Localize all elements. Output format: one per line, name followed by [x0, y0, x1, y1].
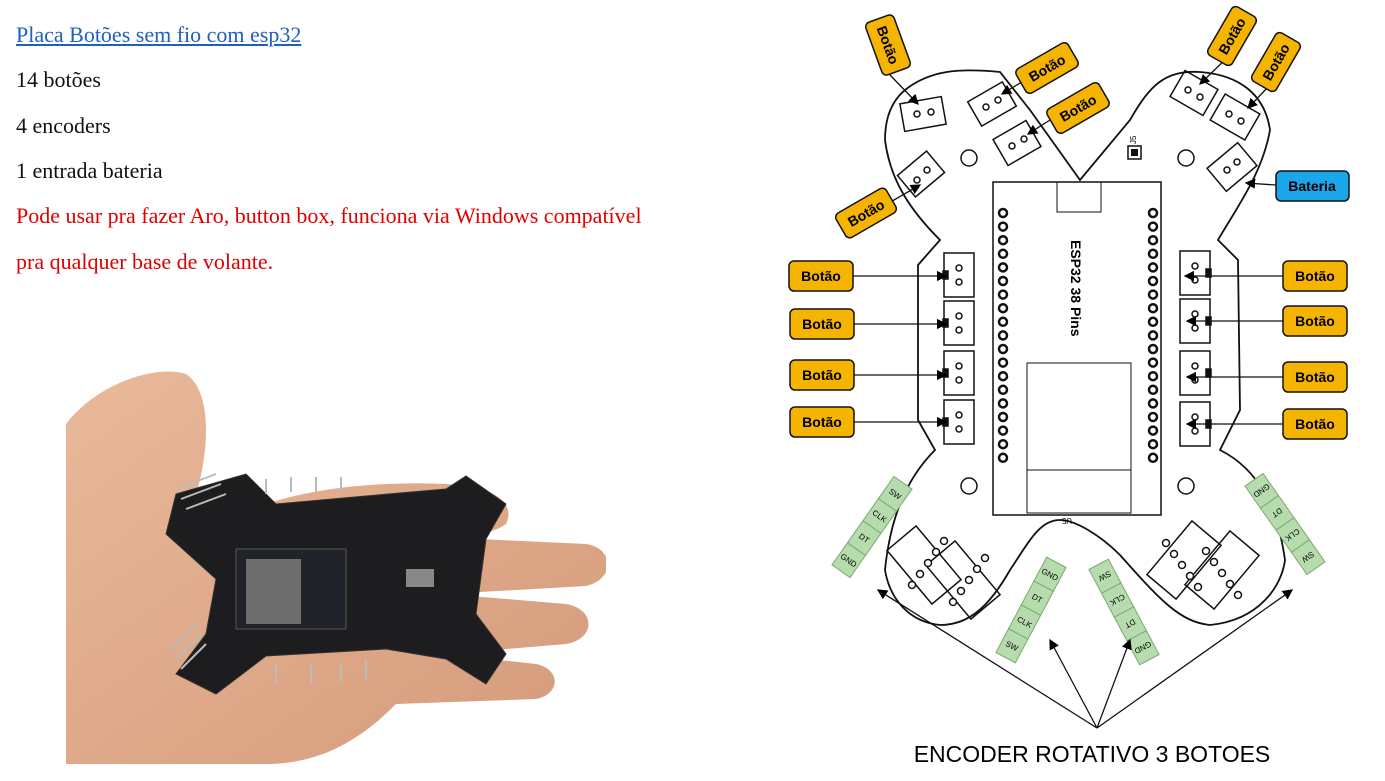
esp32-pin-hole — [1147, 357, 1159, 368]
esp32-pin-hole — [1147, 275, 1159, 287]
button-connector — [1179, 250, 1212, 296]
board-photo — [66, 371, 606, 764]
button-label-text: Botão — [1295, 268, 1335, 284]
button-label: Botão — [1250, 31, 1302, 93]
button-connector — [942, 399, 975, 445]
esp32-pin-hole — [1147, 302, 1159, 314]
board-outline — [884, 69, 1286, 626]
button-label: Botão — [864, 14, 912, 76]
button-label-text: Botão — [802, 367, 842, 383]
esp32-pin-hole — [1147, 262, 1159, 273]
button-label-text: Botão — [1295, 313, 1335, 329]
mounting-holes — [960, 149, 1195, 495]
esp32-pin-hole — [997, 316, 1009, 328]
button-label: Botão — [1046, 81, 1110, 135]
button-connector — [942, 252, 975, 298]
button-label: Botão — [1282, 305, 1348, 337]
leader-lines — [853, 54, 1294, 729]
button-label: Botão — [788, 260, 854, 292]
esp32-pin-hole — [1147, 207, 1159, 219]
esp32-pin-hole — [1147, 234, 1159, 246]
esp32-pin-hole — [1147, 411, 1159, 423]
pcb-board — [165, 473, 507, 695]
feature-battery: 1 entrada bateria — [16, 158, 163, 183]
button-label: Botão — [1282, 260, 1348, 292]
esp32-pin-hole — [1147, 398, 1159, 409]
header-pins — [170, 473, 367, 684]
encoder-sockets — [885, 519, 1261, 621]
esp32-pin-hole — [997, 302, 1009, 314]
esp32-pin-hole — [997, 438, 1009, 450]
esp32-pin-hole — [997, 398, 1009, 409]
button-connector — [942, 350, 975, 396]
esp32-pin-hole — [997, 330, 1009, 341]
button-label: Botão — [789, 359, 855, 391]
esp32-pin-hole — [997, 357, 1009, 368]
esp32-pin-hole — [997, 248, 1009, 260]
board-diagram: ESP32 38 Pins J5 U5 — [788, 5, 1350, 767]
feature-buttons: 14 botões — [16, 67, 101, 92]
button-label: Botão — [1015, 41, 1079, 95]
esp32-pin-hole — [1147, 425, 1159, 436]
esp32-pin-hole — [997, 234, 1009, 246]
esp32-pin-hole — [1147, 438, 1159, 450]
esp32-pin-hole — [1147, 452, 1159, 464]
button-label-text: Botão — [1295, 416, 1335, 432]
pin-label: DT — [1123, 617, 1137, 630]
button-label-text: Botão — [1295, 369, 1335, 385]
esp32-pin-hole — [1147, 384, 1159, 396]
esp32-pin-hole — [1147, 289, 1159, 300]
esp32-pin-hole — [997, 289, 1009, 300]
module-label: ESP32 38 Pins — [1068, 240, 1084, 337]
esp32-pin-hole — [1147, 248, 1159, 260]
esp32-pin-hole — [997, 452, 1009, 464]
esp32-pin-hole — [997, 343, 1009, 355]
esp32-pin-hole — [1147, 343, 1159, 355]
usage-note-line2: pra qualquer base de volante. — [16, 249, 274, 274]
esp32-pin-hole — [997, 411, 1009, 423]
esp32-pin-hole — [997, 275, 1009, 287]
esp32-pin-hole — [1147, 316, 1159, 328]
esp32-pin-hole — [997, 370, 1009, 382]
button-label-text: Botão — [802, 316, 842, 332]
button-label: Botão — [834, 187, 898, 239]
button-label: Botão — [789, 308, 855, 340]
button-label: Botão — [1282, 408, 1348, 440]
button-connector — [942, 300, 975, 346]
esp32-pin-hole — [997, 384, 1009, 396]
esp32-pin-hole — [1147, 370, 1159, 382]
button-label: Botão — [1282, 361, 1348, 393]
svg-text:Bateria: Bateria — [1288, 178, 1336, 194]
esp32-pin-hole — [1147, 330, 1159, 341]
esp32-pin-hole — [997, 425, 1009, 436]
feature-encoders: 4 encoders — [16, 113, 111, 138]
j5-label: J5 — [1129, 135, 1138, 144]
button-label-text: Botão — [801, 268, 841, 284]
button-label-text: Botão — [802, 414, 842, 430]
button-connector — [1179, 350, 1212, 396]
button-label: Botão — [1206, 5, 1258, 67]
top-connectors — [896, 69, 1261, 198]
j5-connector: J5 — [1127, 135, 1142, 160]
esp32-module: ESP32 38 Pins — [992, 181, 1162, 516]
pin-label: DT — [1030, 592, 1044, 605]
encoder-caption: ENCODER ROTATIVO 3 BOTOES — [914, 741, 1271, 767]
esp32-pin-hole — [997, 221, 1009, 232]
esp32-pin-hole — [1147, 221, 1159, 232]
usage-note-line1: Pode usar pra fazer Aro, button box, fun… — [16, 203, 642, 228]
esp32-pin-hole — [997, 262, 1009, 273]
esp32-pin-hole — [997, 207, 1009, 219]
battery-label: Bateria — [1275, 170, 1350, 202]
product-link[interactable]: Placa Botões sem fio com esp32 — [16, 22, 302, 47]
u5-label: U5 — [1061, 516, 1072, 525]
button-label: Botão — [789, 406, 855, 438]
